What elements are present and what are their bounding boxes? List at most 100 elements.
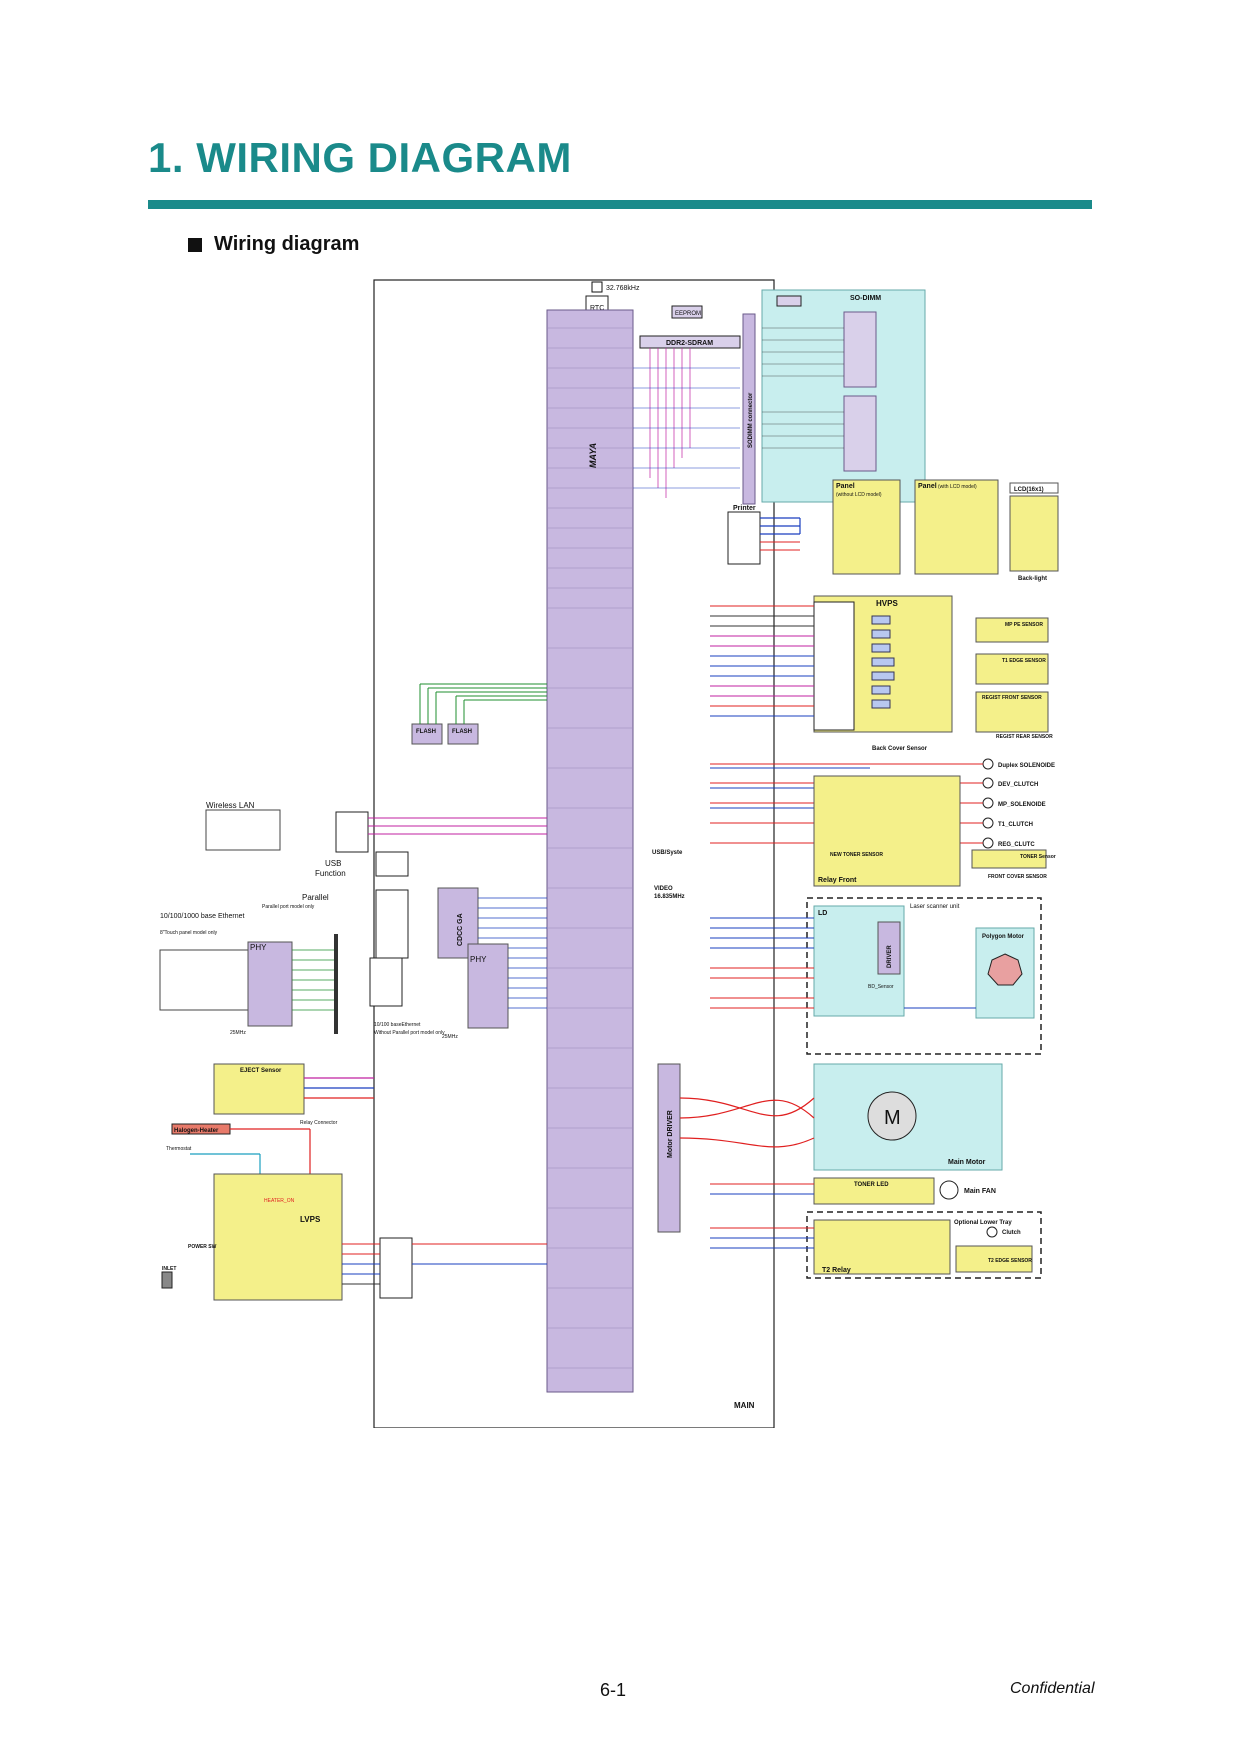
panel-b xyxy=(914,479,999,575)
confidential-label: Confidential xyxy=(1010,1680,1095,1697)
maya-label: MAYA xyxy=(588,443,598,468)
ethernet-label: 10/100/1000 base Ethernet xyxy=(160,913,245,920)
t2-relay-block xyxy=(813,1219,951,1275)
ethernet-magnetics xyxy=(159,949,255,1011)
eeprom-label: EEPROM xyxy=(675,311,701,317)
optional-lower-tray-label: Optional Lower Tray xyxy=(954,1220,1012,1226)
hvps-connector xyxy=(813,601,855,731)
section-heading-label: Wiring diagram xyxy=(214,233,360,255)
printer-label: Printer xyxy=(733,505,756,512)
crystal-label: 32.768kHz xyxy=(606,285,640,292)
regist-front-sensor xyxy=(975,691,1049,733)
wireless-wires xyxy=(368,817,547,835)
t1-edge-sensor-label: T1 EDGE SENSOR xyxy=(1002,658,1046,664)
eject-sensor-block xyxy=(213,1063,305,1115)
panel-a-label: Panel xyxy=(836,483,855,490)
laser-scanner-unit xyxy=(806,897,1042,1055)
ethernet-note: 8"Touch panel model only xyxy=(160,930,218,936)
usb-function-line1: USB xyxy=(325,859,341,868)
bd-sensor-label: BD_Sensor xyxy=(868,984,894,990)
motor-driver-label: Motor DRIVER xyxy=(667,1110,674,1158)
square-bullet-icon xyxy=(188,237,202,252)
main-label: MAIN xyxy=(734,1401,755,1410)
title-rule xyxy=(148,200,1092,209)
front-cover-sensor-label: FRONT COVER SENSOR xyxy=(988,874,1047,880)
wiring-diagram: 32.768kHz RTC EEPROM MAYA DDR2-SDRAM SOD… xyxy=(159,279,1059,1428)
halogen-heater-label: Halogen-Heater xyxy=(174,1128,219,1134)
main-motor-wires xyxy=(679,1097,815,1148)
ddr2-bus xyxy=(649,348,691,498)
sodimm-connector xyxy=(742,313,756,505)
wireless-connector xyxy=(335,811,369,853)
relay-front-block xyxy=(813,775,961,887)
cdcc-bus xyxy=(478,897,547,949)
t1-clutch-label: T1_CLUTCH xyxy=(998,822,1033,828)
relay-connector-label: Relay Connector xyxy=(300,1120,338,1126)
rtc-label: RTC xyxy=(590,305,604,312)
main-motor-icon xyxy=(867,1091,917,1141)
ethernet-header-1 xyxy=(334,934,338,1034)
lcd-label: LCD(16x1) xyxy=(1014,487,1044,493)
eeprom-block xyxy=(671,305,703,319)
page-number: 6-1 xyxy=(600,1680,627,1700)
panel-b-label: Panel xyxy=(918,483,937,490)
so-dimm-chip-1 xyxy=(843,311,877,388)
lvps-wires xyxy=(342,1243,547,1285)
ethernet-bus-1 xyxy=(292,949,336,1011)
printer-connector xyxy=(727,511,761,565)
usb-system-label: USB/Syste xyxy=(652,850,683,856)
motor-m-label: M xyxy=(884,1107,901,1129)
video-freq-label: 16.835MHz xyxy=(654,894,685,900)
maya-chip xyxy=(546,309,634,1393)
so-dimm-eeprom xyxy=(776,295,802,307)
laser-scanner-label: Laser scanner unit xyxy=(910,904,960,910)
flash-label-1: FLASH xyxy=(416,729,436,735)
flash-bus xyxy=(419,683,547,724)
regist-rear-sensor-label: REGIST REAR SENSOR xyxy=(996,734,1053,740)
heater-wires xyxy=(190,1077,374,1178)
panel-b-note: (with LCD model) xyxy=(938,484,977,490)
parallel-note: Parallel port model only xyxy=(262,904,315,910)
inlet-label: INLET xyxy=(162,1266,176,1272)
mp-pe-sensor xyxy=(975,617,1049,643)
lvps-block xyxy=(213,1173,343,1301)
clutch-label: Clutch xyxy=(1002,1230,1021,1236)
heater-on-label: HEATER_ON xyxy=(264,1198,295,1204)
flash-label-2: FLASH xyxy=(452,729,472,735)
relay-front-label: Relay Front xyxy=(818,877,857,884)
so-dimm-label: SO-DIMM xyxy=(850,295,881,302)
phy-label-2: PHY xyxy=(470,955,487,964)
mp-pe-sensor-label: MP PE SENSOR xyxy=(1005,622,1043,628)
new-toner-sensor-label: NEW TONER SENSOR xyxy=(830,852,883,858)
hvps-output-pads xyxy=(871,615,895,709)
t2-edge-sensor-label: T2 EDGE SENSOR xyxy=(988,1258,1032,1264)
xtal-25mhz-b: 25MHz xyxy=(442,1034,458,1040)
xtal-25mhz-a: 25MHz xyxy=(230,1030,246,1036)
memory-bus-lines xyxy=(633,367,740,489)
sodimm-connector-label: SODIMM connector xyxy=(748,392,754,448)
panel-a-note: (without LCD model) xyxy=(836,492,882,498)
toner-led-block xyxy=(813,1177,935,1205)
usb-function-label: USB Function xyxy=(315,859,346,878)
video-label: VIDEO xyxy=(654,886,673,892)
wireless-lan-label: Wireless LAN xyxy=(206,801,255,810)
toner-sensor-label: TONER Sensor xyxy=(1020,854,1056,860)
phy-chip-2 xyxy=(467,943,509,1029)
lvps-label: LVPS xyxy=(300,1215,321,1224)
clutch-icon xyxy=(986,1226,998,1238)
main-fan-label: Main FAN xyxy=(964,1188,996,1195)
laser-wires xyxy=(710,917,976,1009)
panel-bus-red xyxy=(760,541,800,551)
driver-chip xyxy=(877,921,901,975)
back-cover-sensor-label: Back Cover Sensor xyxy=(872,746,928,752)
flash-chip-1 xyxy=(411,723,443,745)
panel-a xyxy=(832,479,901,575)
regist-front-sensor-label: REGIST FRONT SENSOR xyxy=(982,695,1042,701)
ethernet-header-2 xyxy=(369,957,403,1007)
panel-bus xyxy=(760,517,801,535)
toner-sensor-block xyxy=(971,849,1047,869)
fan-wires xyxy=(710,1183,814,1195)
ld-label: LD xyxy=(818,910,827,917)
thermostat-label: Thermostat xyxy=(166,1146,192,1152)
t2-relay-label: T2 Relay xyxy=(822,1267,851,1274)
